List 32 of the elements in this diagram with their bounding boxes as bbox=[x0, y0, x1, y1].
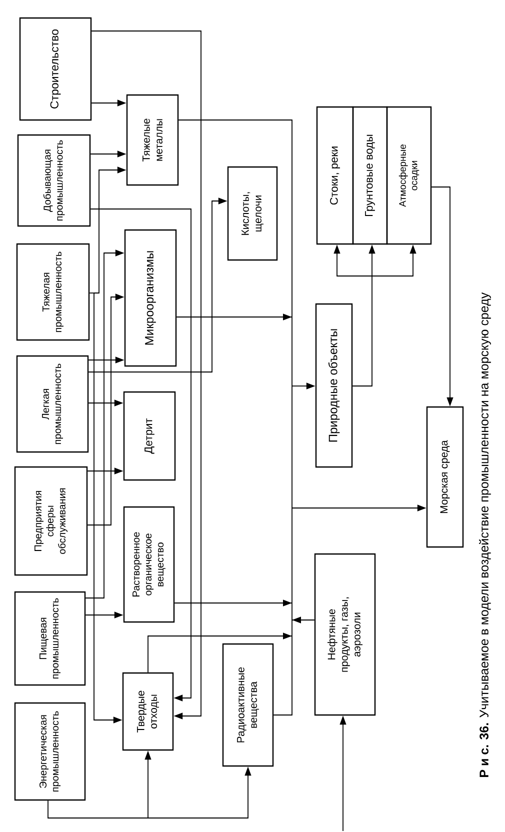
pollutant-box: Радиоактивные вещества bbox=[222, 643, 274, 767]
process-box: Природные объекты bbox=[315, 303, 353, 468]
connector-line bbox=[48, 800, 148, 818]
industry-box: Пищевая промышленность bbox=[14, 591, 86, 686]
arrow bbox=[91, 30, 202, 720]
pollutant-box: Тяжелые металлы bbox=[126, 94, 179, 186]
pollutant-box: Твердые отходы bbox=[122, 672, 174, 751]
industry-box: Энергетическая промышленность bbox=[14, 702, 86, 801]
pollutant-box: Микроорганизмы bbox=[124, 229, 177, 367]
connector-line bbox=[89, 292, 94, 294]
process-box: Морская среда bbox=[426, 406, 464, 548]
arrow bbox=[292, 616, 315, 624]
pollutant-box: Нефтяные продукты, газы, аэрозоли bbox=[314, 553, 376, 716]
industry-box: Строительство bbox=[19, 17, 92, 121]
pollutant-box: Детрит bbox=[123, 391, 176, 481]
arrow bbox=[90, 208, 192, 702]
arrow bbox=[148, 632, 292, 673]
process-box: Атмосферные осадки bbox=[386, 106, 432, 245]
connector-line bbox=[352, 276, 372, 386]
process-box: Грунтовые воды bbox=[352, 106, 388, 245]
arrow bbox=[174, 600, 292, 606]
connector-line bbox=[273, 636, 292, 716]
industry-box: Тяжелая промышленность bbox=[16, 243, 90, 341]
industry-box: Предприятия сферы обслуживания bbox=[14, 466, 88, 576]
pollutant-box: Кислоты, щелочи bbox=[227, 166, 278, 261]
connector-line bbox=[178, 120, 292, 318]
figure-caption: Р и с. 36. Учитываемое в модели воздействие промышленности на морскую среду bbox=[479, 292, 491, 777]
process-box: Стоки, реки bbox=[316, 106, 354, 245]
arrow bbox=[176, 314, 292, 320]
pollutant-box: Растворенное органическое вещество bbox=[123, 506, 175, 623]
industry-box: Добывающая промышленность bbox=[17, 134, 91, 227]
industry-box: Легкая промышленность bbox=[16, 355, 89, 453]
